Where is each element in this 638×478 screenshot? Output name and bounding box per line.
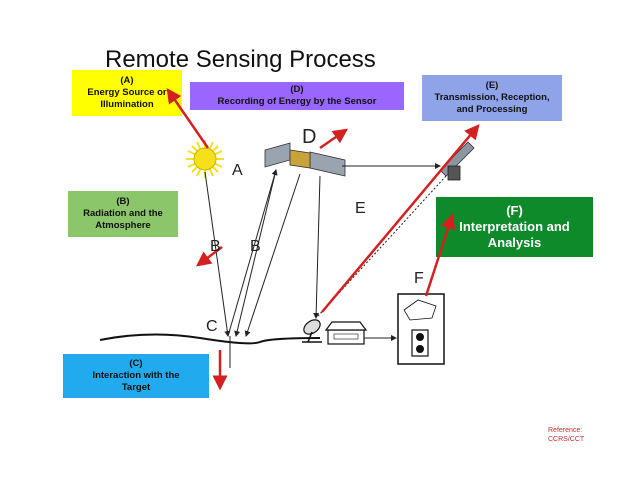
sun-icon <box>186 140 224 178</box>
label-b-right: B <box>250 238 261 255</box>
reference-note: Reference: CCRS/CCT <box>548 426 584 444</box>
box-f-text-2: Analysis <box>487 235 542 250</box>
label-f: F <box>414 270 424 287</box>
box-energy-source: (A) Energy Source or Illumination <box>72 70 182 116</box>
box-c-text-1: Interaction with the <box>92 370 180 381</box>
satellite-sensor-icon <box>264 142 346 177</box>
reference-line-1: Reference: <box>548 427 583 434</box>
box-radiation: (B) Radiation and the Atmosphere <box>68 191 178 237</box>
box-d-text: Recording of Energy by the Sensor <box>217 96 377 107</box>
box-e-code: (E) <box>485 80 499 91</box>
box-a-text-2: Illumination <box>100 99 154 110</box>
box-e-text-1: Transmission, Reception, <box>434 92 550 103</box>
label-c: C <box>206 318 218 335</box>
box-a-text-1: Energy Source or <box>87 87 167 98</box>
receiving-dish-icon <box>302 319 322 343</box>
incoming-radiation-line <box>204 171 231 337</box>
box-interaction: (C) Interaction with the Target <box>63 354 209 398</box>
reflected-radiation-line <box>227 169 278 337</box>
box-d-code: (D) <box>290 84 304 95</box>
box-recording: (D) Recording of Energy by the Sensor <box>190 82 404 110</box>
analysis-display-icon <box>397 293 445 365</box>
box-c-text-2: Target <box>121 382 151 393</box>
arrow-b <box>196 246 223 267</box>
processing-station-icon <box>324 321 368 345</box>
box-b-text-2: Atmosphere <box>95 220 151 231</box>
box-c-code: (C) <box>129 358 143 369</box>
box-transmission: (E) Transmission, Reception, and Process… <box>422 75 562 121</box>
label-e: E <box>355 200 366 217</box>
reference-line-2: CCRS/CCT <box>548 436 585 443</box>
box-b-text-1: Radiation and the <box>83 208 163 219</box>
arrow-e <box>321 124 480 313</box>
down-path-line <box>234 169 277 337</box>
sensor-downlink-line <box>313 175 321 319</box>
diagram-title: Remote Sensing Process <box>105 46 376 73</box>
arrow-f <box>424 213 456 297</box>
box-b-code: (B) <box>116 196 130 207</box>
target-to-sensor-line <box>244 173 301 337</box>
relay-satellite-icon <box>439 141 475 181</box>
label-b-left: B <box>210 238 221 255</box>
label-a: A <box>232 162 243 179</box>
box-f-text-1: Interpretation and <box>459 219 570 234</box>
box-f-code: (F) <box>506 203 523 218</box>
box-a-code: (A) <box>120 75 134 86</box>
box-e-text-2: and Processing <box>456 104 528 115</box>
arrow-d <box>319 128 349 150</box>
ground-line <box>99 333 321 345</box>
box-interpretation: (F) Interpretation and Analysis <box>436 197 593 257</box>
arrow-to-box-a <box>166 87 210 149</box>
label-d: D <box>302 126 317 148</box>
